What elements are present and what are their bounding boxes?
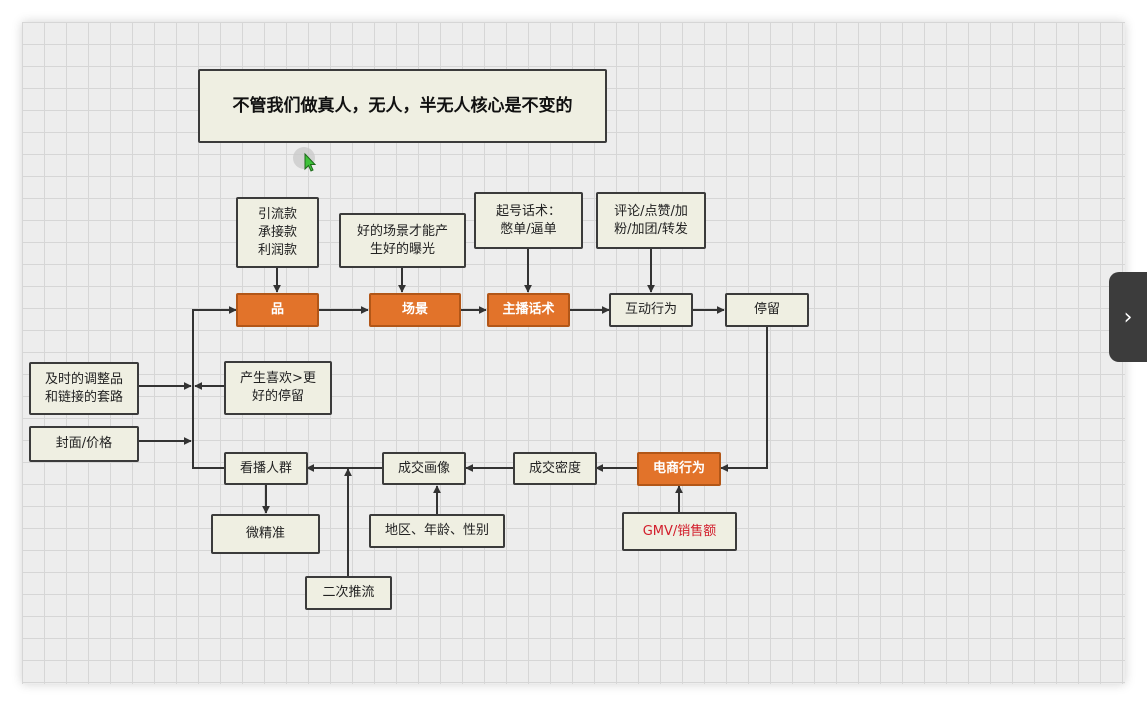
node-changjing[interactable]: 场景 <box>369 293 461 327</box>
node-fengmian[interactable]: 封面/价格 <box>29 426 139 462</box>
node-chengjiao-huaxiang[interactable]: 成交画像 <box>382 452 466 485</box>
node-tingliu[interactable]: 停留 <box>725 293 809 327</box>
node-hudong[interactable]: 互动行为 <box>609 293 693 327</box>
node-pin[interactable]: 品 <box>236 293 319 327</box>
node-chansheng[interactable]: 产生喜欢>更 好的停留 <box>224 361 332 415</box>
node-gmv[interactable]: GMV/销售额 <box>622 512 737 551</box>
node-dianshang[interactable]: 电商行为 <box>637 452 721 486</box>
chevron-right-icon: › <box>1123 304 1133 330</box>
arrow-tingliu-to-dianshang <box>720 327 768 472</box>
node-haochangjing[interactable]: 好的场景才能产 生好的曝光 <box>339 213 466 268</box>
node-qihao[interactable]: 起号话术： 憋单/逼单 <box>474 192 583 249</box>
node-chengjiao-midu[interactable]: 成交密度 <box>513 452 597 485</box>
node-weijingzhun[interactable]: 微精准 <box>211 514 320 554</box>
node-diqu[interactable]: 地区、年龄、性别 <box>369 514 505 548</box>
pointer-arrow-icon <box>293 147 317 172</box>
diagram-title[interactable]: 不管我们做真人，无人，半无人核心是不变的 <box>198 69 607 143</box>
node-zhubo[interactable]: 主播话术 <box>487 293 570 327</box>
node-pinglun[interactable]: 评论/点赞/加 粉/加团/转发 <box>596 192 706 249</box>
side-panel-toggle[interactable]: › <box>1109 272 1147 362</box>
arrow-loop-to-pin <box>192 306 237 469</box>
node-kanbo[interactable]: 看播人群 <box>224 452 308 485</box>
node-erci[interactable]: 二次推流 <box>305 576 392 610</box>
node-yinliu[interactable]: 引流款 承接款 利润款 <box>236 197 319 268</box>
node-jishi[interactable]: 及时的调整品 和链接的套路 <box>29 362 139 415</box>
